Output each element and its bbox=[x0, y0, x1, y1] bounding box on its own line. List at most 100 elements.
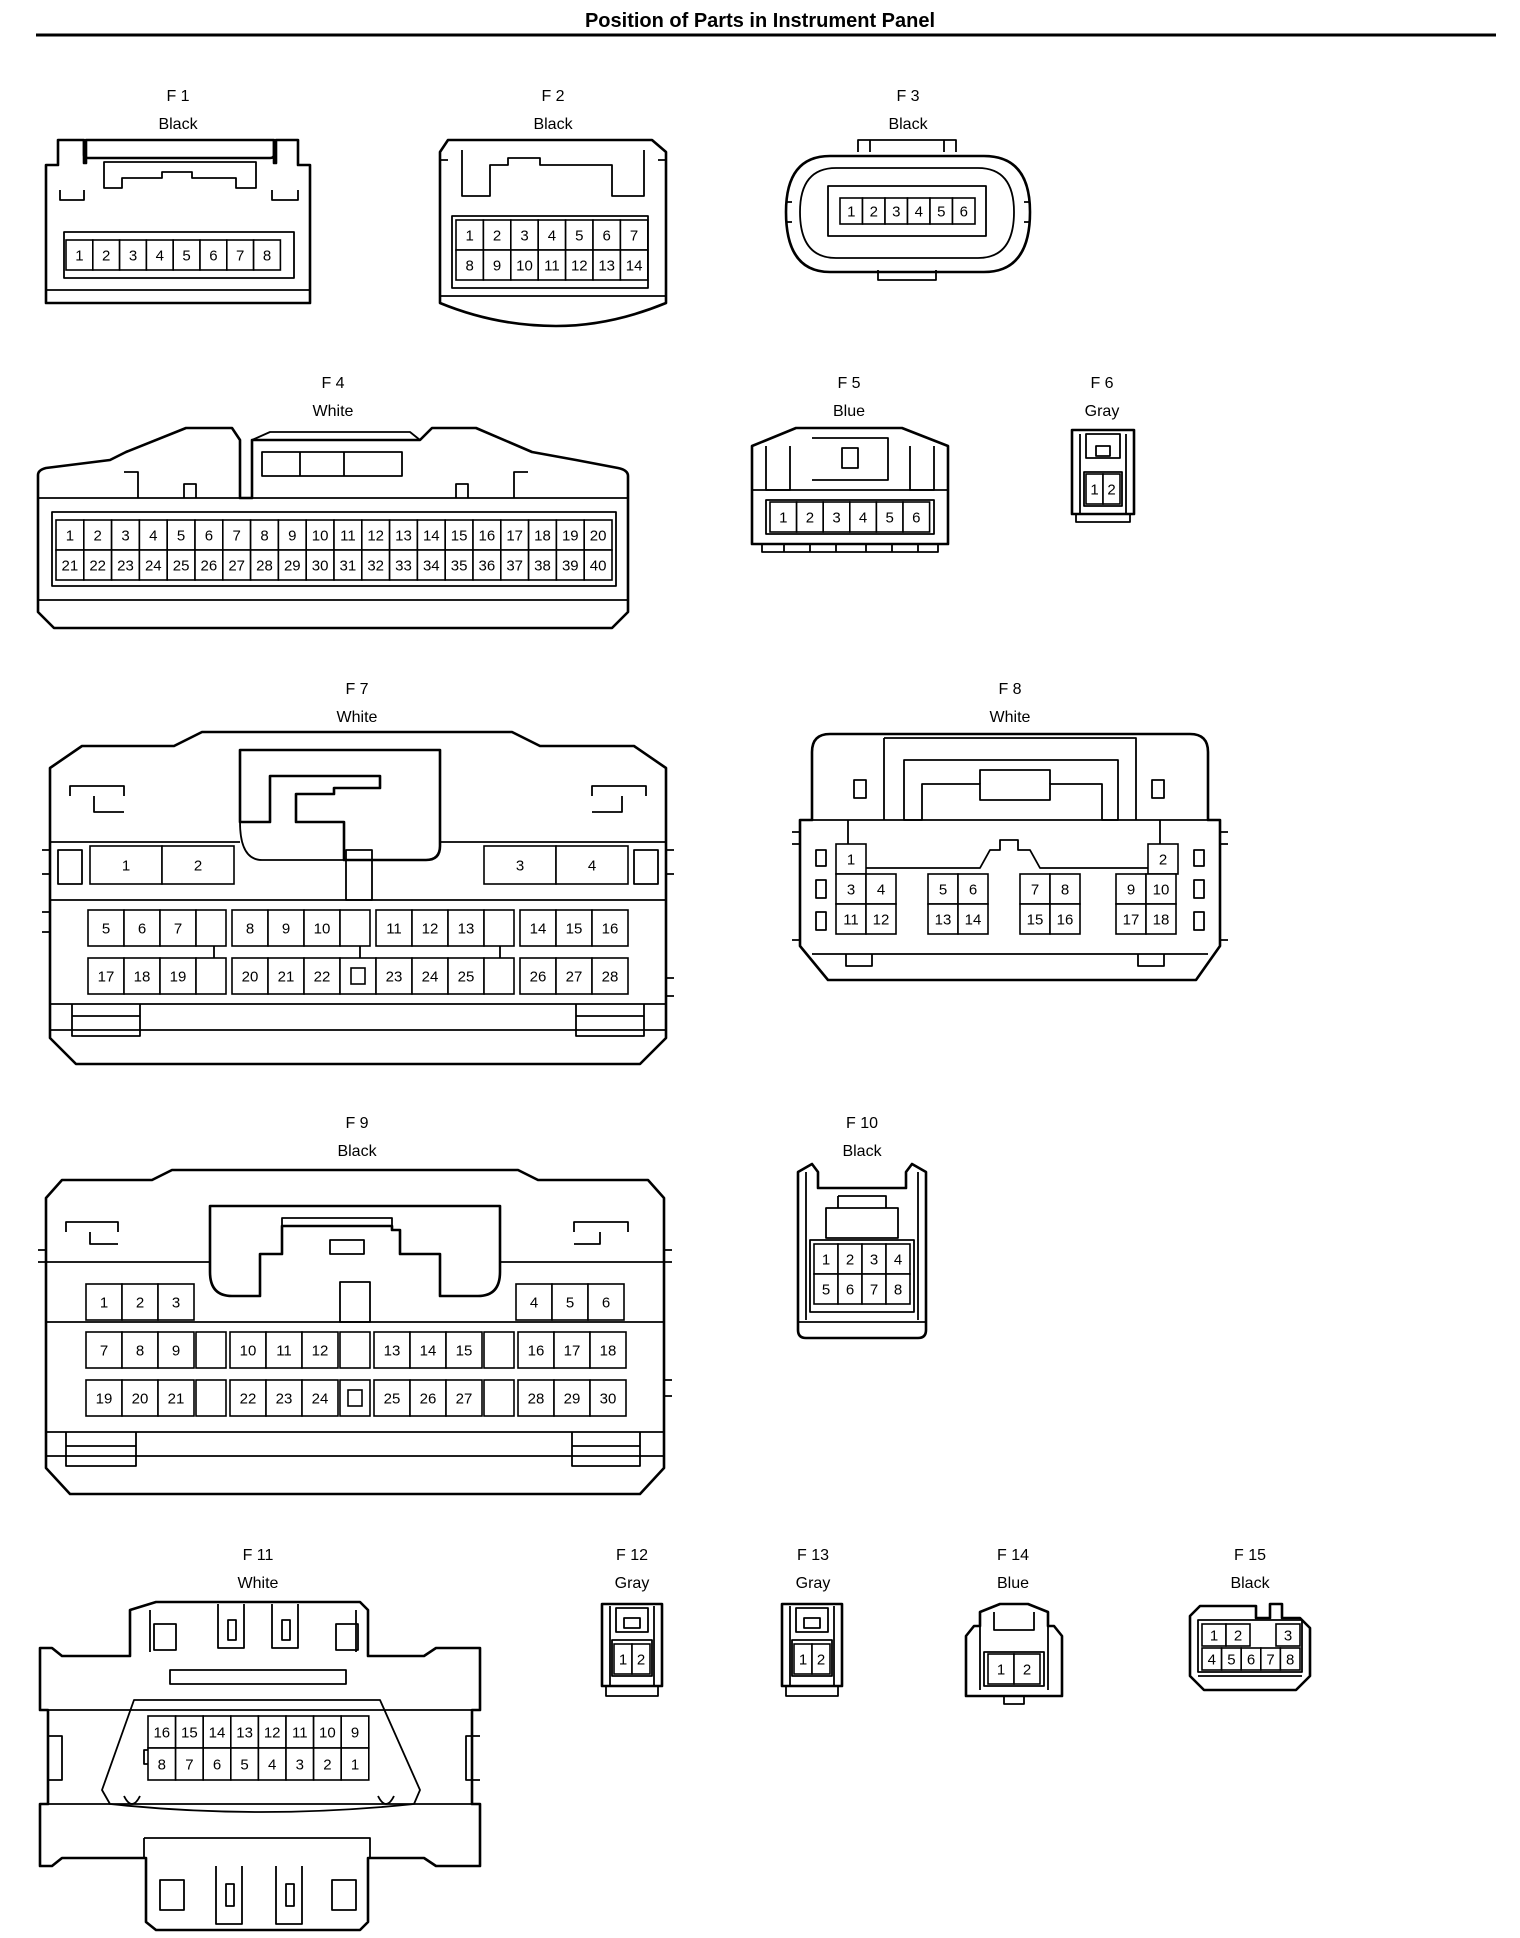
pin-number: 9 bbox=[351, 1725, 359, 1742]
pin-cavity bbox=[951, 197, 976, 225]
pin-number: 2 bbox=[1159, 852, 1167, 869]
pin-number: 14 bbox=[423, 528, 440, 545]
pin-number: 1 bbox=[351, 1757, 359, 1774]
pin-number: 1 bbox=[997, 1662, 1005, 1679]
pin-cavity bbox=[591, 909, 629, 947]
connector-housing bbox=[1188, 1602, 1312, 1692]
pin-cavity bbox=[222, 549, 252, 581]
connector-housing bbox=[600, 1602, 664, 1697]
pin-number: 10 bbox=[1153, 882, 1170, 899]
pin-number: 5 bbox=[177, 528, 185, 545]
connector-color: Black bbox=[842, 1143, 882, 1160]
pin-cavity bbox=[483, 957, 515, 995]
pin-cavity bbox=[230, 1747, 260, 1781]
pin-number: 10 bbox=[319, 1725, 336, 1742]
pin-number: 11 bbox=[276, 1343, 292, 1360]
pin-number: 3 bbox=[121, 528, 129, 545]
pin-number: 9 bbox=[172, 1343, 180, 1360]
pin-cavity bbox=[202, 1747, 232, 1781]
pin-cavity bbox=[445, 1379, 483, 1417]
connector-id: F 15 bbox=[1234, 1547, 1266, 1564]
pin-number: 10 bbox=[314, 921, 331, 938]
pin-cavity bbox=[483, 1379, 515, 1417]
pin-cavity bbox=[202, 1715, 232, 1749]
pin-cavity bbox=[166, 549, 196, 581]
pin-number: 15 bbox=[1027, 912, 1044, 929]
pin-cavity bbox=[483, 845, 557, 885]
connector-housing bbox=[750, 426, 950, 553]
pin-number: 7 bbox=[1031, 882, 1039, 899]
pin-cavity bbox=[373, 1379, 411, 1417]
pin-cavity bbox=[861, 1273, 887, 1305]
pin-number: 3 bbox=[892, 204, 900, 221]
pin-number: 18 bbox=[134, 969, 151, 986]
pin-number: 14 bbox=[965, 912, 982, 929]
pin-number: 26 bbox=[530, 969, 547, 986]
connector-housing bbox=[1070, 428, 1136, 523]
pin-cavity bbox=[138, 549, 168, 581]
connector-housing bbox=[38, 1168, 672, 1496]
pin-cavity bbox=[835, 903, 867, 935]
connector-housing bbox=[792, 732, 1228, 982]
pin-cavity bbox=[339, 1379, 371, 1417]
pin-number: 5 bbox=[240, 1757, 248, 1774]
pin-cavity bbox=[483, 909, 515, 947]
pin-cavity bbox=[444, 519, 474, 551]
pin-number: 3 bbox=[832, 510, 840, 527]
pin-cavity bbox=[229, 1331, 267, 1369]
connector-id: F 8 bbox=[998, 681, 1021, 698]
pin-number: 8 bbox=[260, 528, 268, 545]
pin-cavity bbox=[118, 239, 148, 271]
pin-number: 26 bbox=[201, 558, 218, 575]
pin-cavity bbox=[157, 1331, 195, 1369]
pin-number: 7 bbox=[233, 528, 241, 545]
pin-cavity bbox=[231, 909, 269, 947]
pin-cavity bbox=[411, 957, 449, 995]
connector-color: Blue bbox=[833, 403, 865, 420]
pin-number: 2 bbox=[102, 248, 110, 265]
pin-number: 25 bbox=[173, 558, 190, 575]
pin-number: 6 bbox=[213, 1757, 221, 1774]
pin-number: 2 bbox=[637, 1652, 645, 1669]
pin-cavity bbox=[927, 873, 959, 905]
pin-number: 27 bbox=[456, 1391, 473, 1408]
pin-number: 5 bbox=[886, 510, 894, 527]
pin-number: 5 bbox=[102, 921, 110, 938]
pin-cavity bbox=[110, 519, 141, 551]
pin-number: 3 bbox=[870, 1252, 878, 1269]
pin-cavity bbox=[1225, 1623, 1251, 1647]
pin-number: 8 bbox=[466, 258, 474, 275]
pin-cavity bbox=[551, 1283, 589, 1321]
pin-number: 12 bbox=[873, 912, 890, 929]
connector-color: Gray bbox=[615, 1575, 650, 1592]
pin-number: 4 bbox=[530, 1295, 538, 1312]
pin-number: 21 bbox=[278, 969, 295, 986]
pin-number: 6 bbox=[846, 1282, 854, 1299]
connector-color: Black bbox=[337, 1143, 377, 1160]
pin-number: 1 bbox=[847, 204, 855, 221]
pin-number: 6 bbox=[960, 204, 968, 221]
pin-cavity bbox=[138, 519, 168, 551]
pin-cavity bbox=[519, 909, 557, 947]
pin-number: 22 bbox=[89, 558, 106, 575]
pin-number: 9 bbox=[282, 921, 290, 938]
pin-number: 14 bbox=[530, 921, 547, 938]
pin-number: 18 bbox=[534, 528, 551, 545]
pin-number: 7 bbox=[630, 228, 638, 245]
connector-id: F 7 bbox=[345, 681, 368, 698]
pin-number: 12 bbox=[367, 528, 384, 545]
pin-number: 6 bbox=[969, 882, 977, 899]
pin-number: 17 bbox=[506, 528, 523, 545]
pin-number: 23 bbox=[276, 1391, 293, 1408]
pin-cavity bbox=[861, 1243, 887, 1275]
pin-cavity bbox=[1049, 903, 1081, 935]
